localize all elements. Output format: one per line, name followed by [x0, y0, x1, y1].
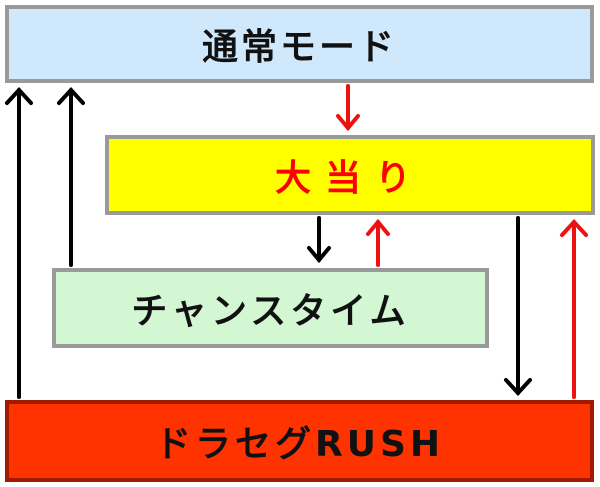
- node-chance-time: チャンスタイム: [52, 268, 489, 348]
- node-chance-time-label: チャンスタイム: [131, 291, 410, 332]
- node-jackpot: 大当り: [105, 135, 595, 215]
- arrow-jackpot-to-chance: [307, 216, 331, 264]
- node-dragon-rush-label: ドラセグRUSH: [154, 424, 444, 465]
- node-normal-mode-label: 通常モード: [201, 27, 397, 68]
- arrow-rush-to-normal: [5, 87, 33, 399]
- arrow-chance-to-jackpot: [366, 218, 390, 267]
- node-jackpot-label: 大当り: [274, 158, 425, 199]
- arrow-chance-to-normal: [57, 87, 85, 267]
- arrow-rush-to-jackpot: [560, 219, 588, 399]
- node-normal-mode: 通常モード: [5, 5, 594, 83]
- arrow-jackpot-to-rush: [504, 216, 532, 396]
- node-dragon-rush: ドラセグRUSH: [5, 400, 594, 482]
- arrow-normal-to-jackpot: [336, 84, 360, 132]
